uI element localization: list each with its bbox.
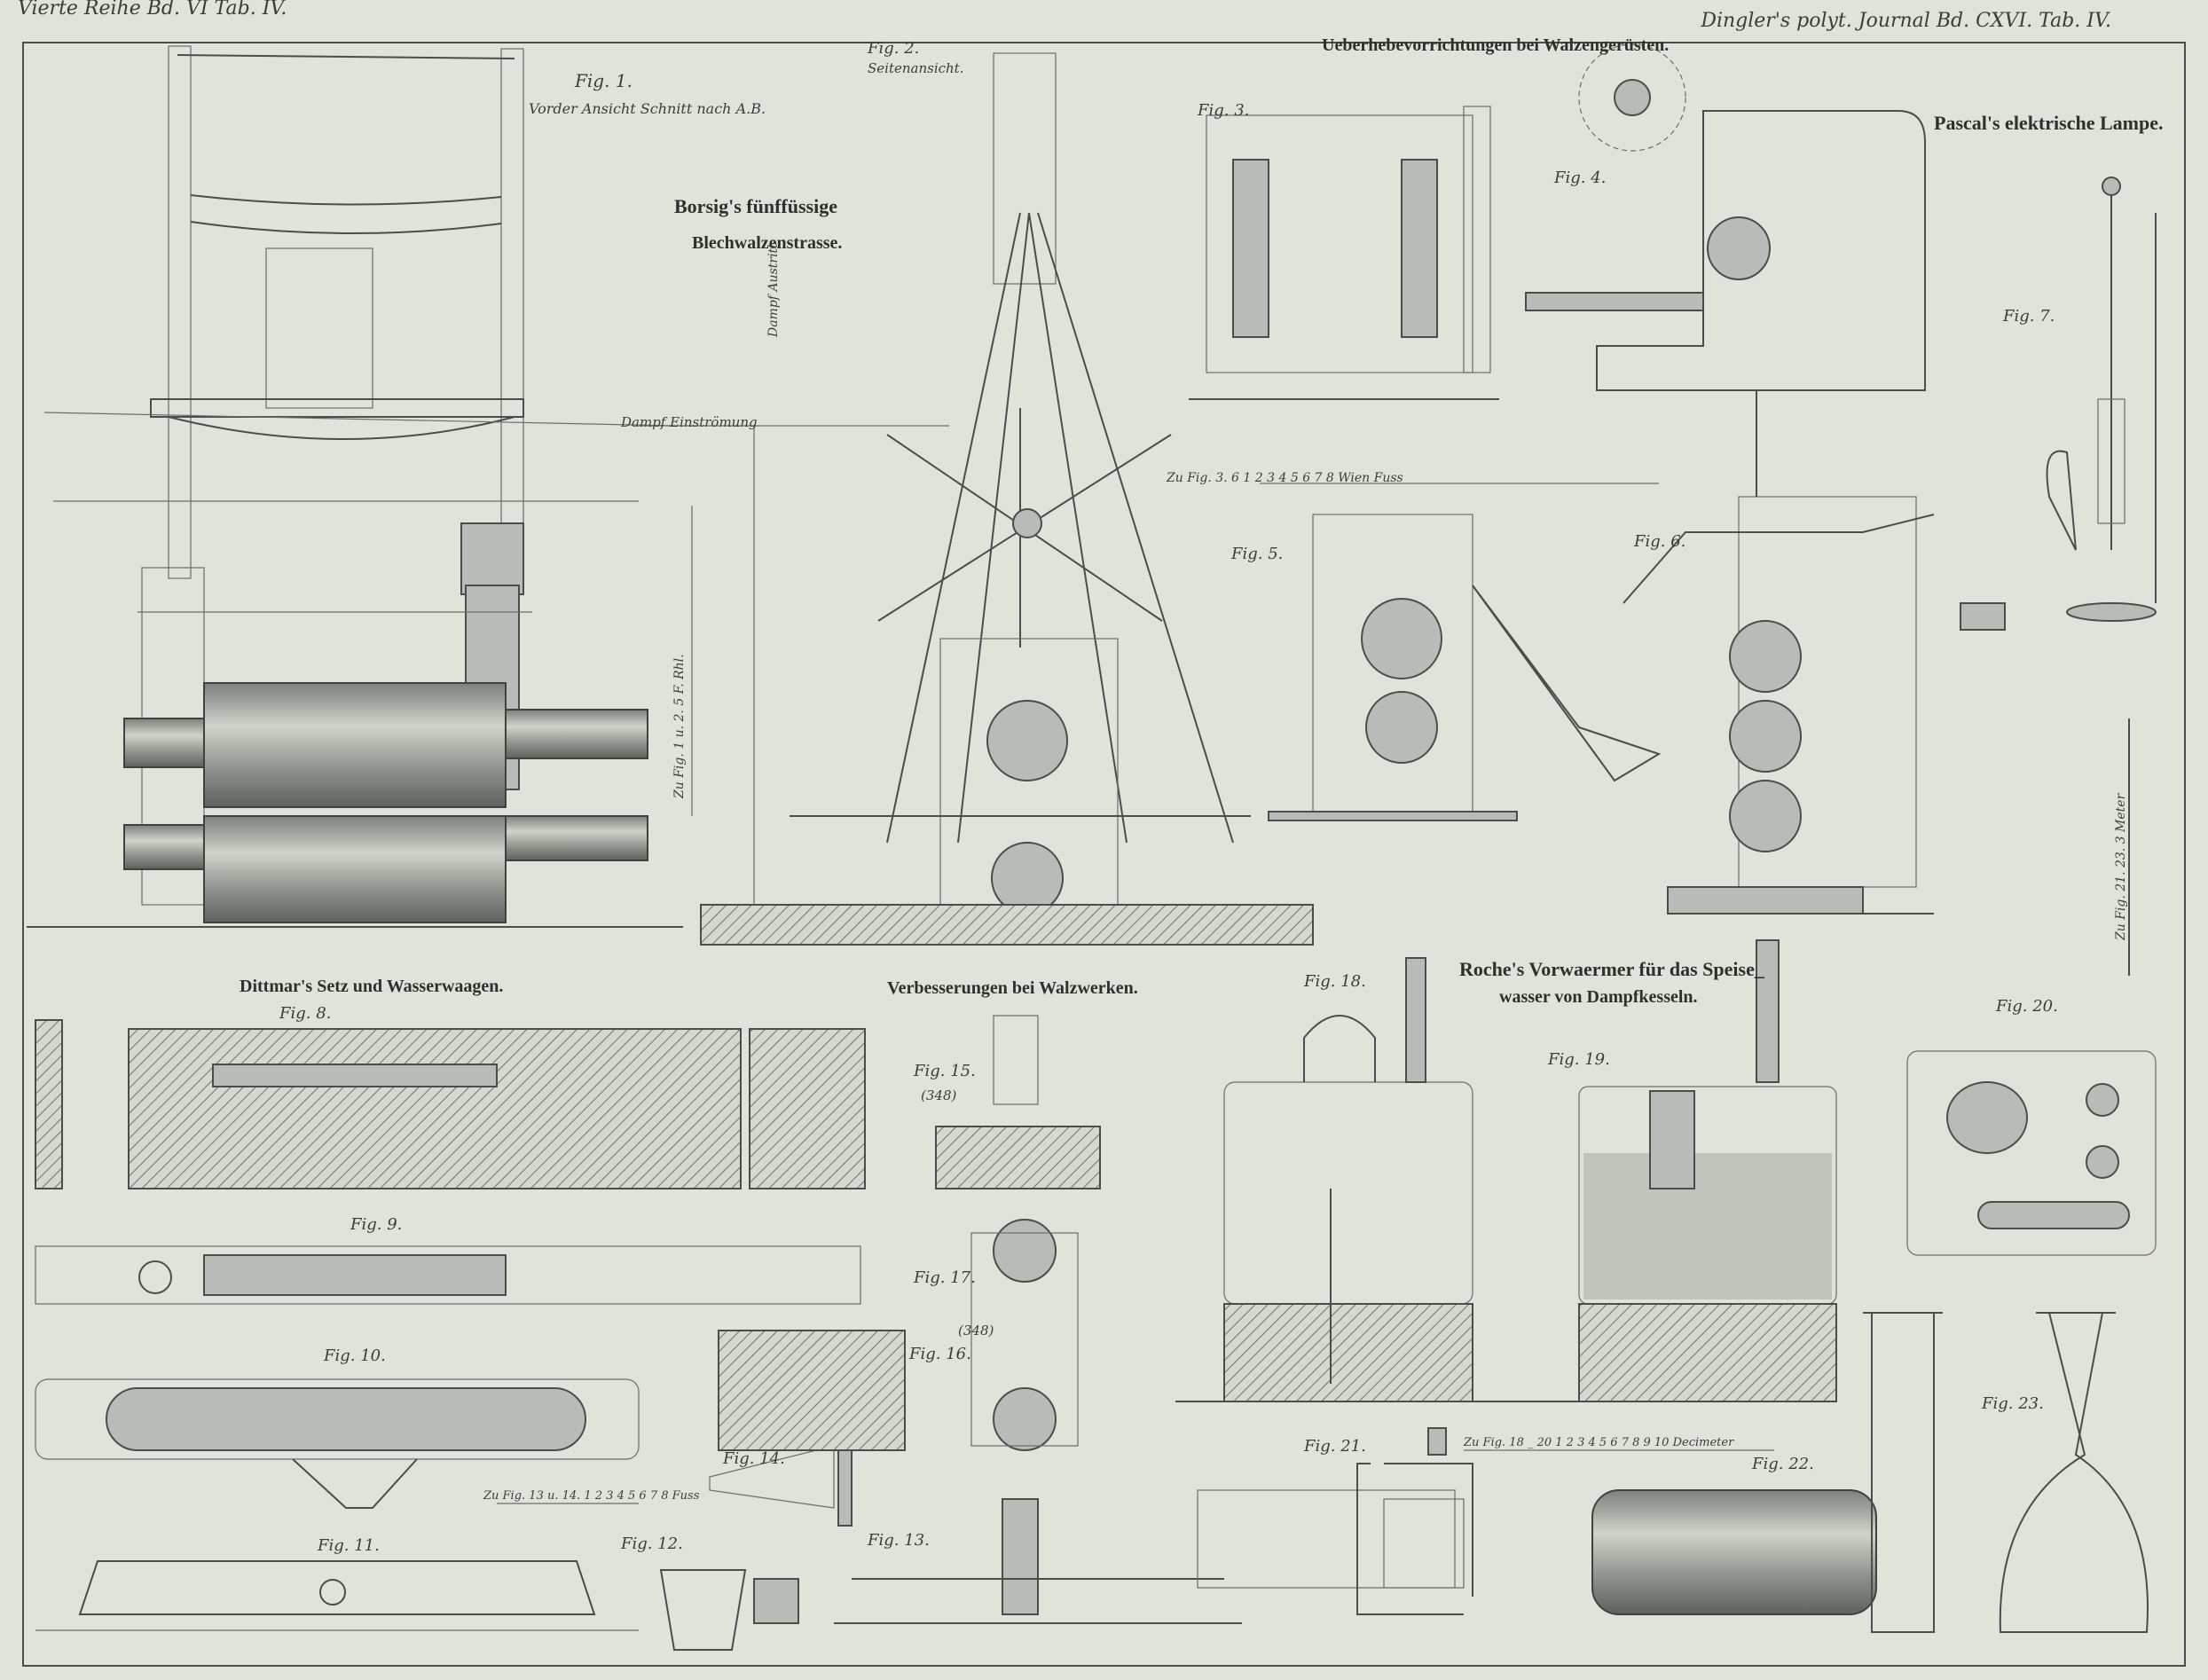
caption-fig10: Fig. 10. [323,1346,386,1365]
caption-fig16: Fig. 16. [908,1345,971,1363]
scale-fig3-6: Zu Fig. 3. 6 1 2 3 4 5 6 7 8 Wien Fuss [1166,471,1403,485]
fig18-drawing [1175,957,1836,1402]
caption-fig18: Fig. 18. [1303,972,1366,991]
caption-fig3: Fig. 3. [1197,101,1249,120]
fig7-drawing [1960,177,2157,631]
title-verbesserungen: Verbesserungen bei Walzwerken. [887,978,1138,998]
caption-fig11: Fig. 11. [317,1536,380,1555]
fig23-drawing [1999,1312,2149,1633]
caption-fig15-sub: (348) [921,1087,956,1103]
caption-fig21: Fig. 21. [1303,1437,1366,1456]
fig19-drawing [1578,939,1837,1402]
scale-fig18-20: Zu Fig. 18 _ 20 1 2 3 4 5 6 7 8 9 10 Dec… [1463,1436,1734,1449]
caption-fig23: Fig. 23. [1981,1394,2044,1413]
fig1-drawing [27,45,683,928]
title-roche: Roche's Vorwaermer für das Speise_ [1459,958,1765,980]
lower-roll [203,815,507,923]
caption-fig4: Fig. 4. [1553,169,1606,187]
scale-fig13-14: Zu Fig. 13 u. 14. 1 2 3 4 5 6 7 8 Fuss [483,1489,700,1503]
scale-fig1-2: Zu Fig. 1 u. 2. 5 F. Rhl. [672,654,687,799]
title-roche-2: wasser von Dampfkesseln. [1499,987,1698,1007]
caption-fig8: Fig. 8. [279,1004,331,1023]
fig6-drawing [1623,390,1935,915]
title-borsig: Borsig's fünffüssige [674,195,837,217]
header-right: Dingler's polyt. Journal Bd. CXVI. Tab. … [1700,10,2111,32]
fig11-drawing [35,1560,639,1631]
fig20-drawing [1906,1050,2157,1256]
fig5-drawing [1268,514,1662,821]
fig2-drawing [639,52,1314,946]
caption-fig22: Fig. 22. [1751,1455,1814,1473]
caption-fig9: Fig. 9. [350,1215,402,1234]
fig10-drawing [35,1378,640,1509]
upper-roll [203,682,507,808]
caption-fig2-sub: Seitenansicht. [868,60,963,76]
fig12-14-drawing [659,1436,853,1651]
plate-border [22,42,2186,1667]
fig4-drawing [1525,43,1926,391]
caption-fig7: Fig. 7. [2002,307,2055,326]
caption-fig1: Fig. 1. [574,70,633,91]
caption-fig17-sub: (348) [958,1323,994,1339]
caption-fig6: Fig. 6. [1633,532,1685,551]
fig9-drawing [35,1245,861,1305]
fig8-drawing [35,1019,866,1189]
title-dittmar: Dittmar's Setz und Wasserwaagen. [240,977,503,996]
caption-fig1-sub: Vorder Ansicht Schnitt nach A.B. [529,100,766,117]
caption-fig5: Fig. 5. [1230,545,1283,563]
header-left: Vierte Reihe Bd. VI Tab. IV. [18,0,287,20]
title-ueberhebe: Ueberhebevorrichtungen bei Walzengerüste… [1322,35,1669,55]
caption-fig20: Fig. 20. [1995,997,2058,1016]
fig21-drawing [1197,1427,1473,1615]
title-borsig-2: Blechwalzenstrasse. [692,233,842,253]
caption-fig19: Fig. 19. [1547,1050,1610,1069]
scale-fig21-23: Zu Fig. 21. 23. 3 Meter [2114,792,2128,941]
fig3-drawing [1189,106,1499,400]
caption-fig17: Fig. 17. [913,1268,976,1287]
caption-fig12: Fig. 12. [620,1535,683,1553]
fig13-17-drawing [718,1015,1242,1624]
caption-fig15: Fig. 15. [913,1062,976,1080]
caption-dampf-austritt: Dampf Austritt [766,243,781,338]
title-pascal: Pascal's elektrische Lampe. [1934,112,2163,134]
caption-dampf: Dampf Einströmung [620,414,758,430]
fig22-drawing [1591,1312,1943,1633]
caption-fig13: Fig. 13. [867,1531,930,1550]
caption-fig14: Fig. 14. [722,1449,785,1468]
caption-fig2: Fig. 2. [867,39,919,58]
